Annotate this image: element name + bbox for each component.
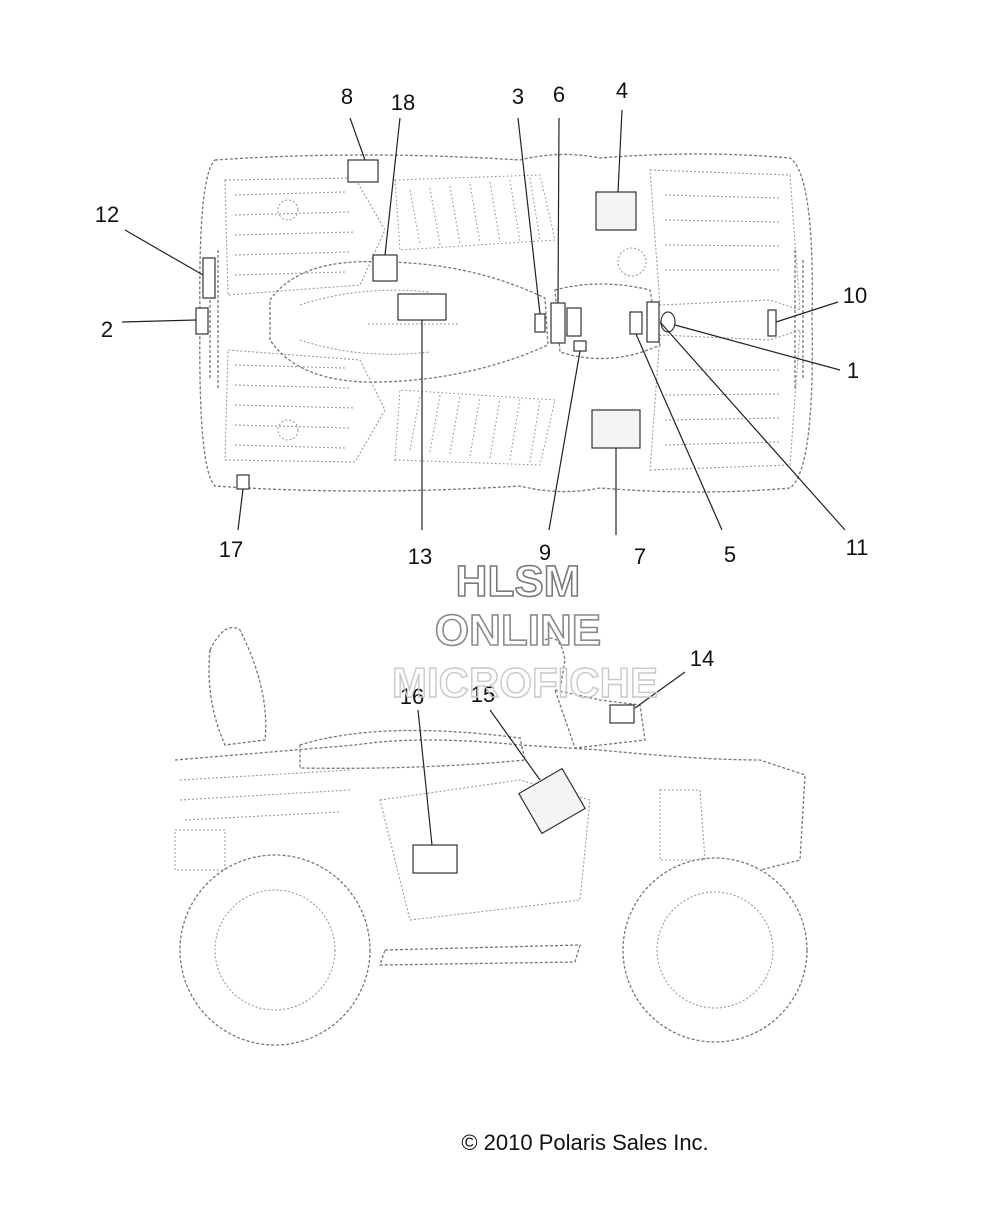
rear-wheel — [179, 854, 371, 1046]
decal-3 — [534, 313, 546, 333]
front-wheel — [622, 857, 808, 1043]
copyright-text: © 2010 Polaris Sales Inc. — [461, 1130, 708, 1155]
callout-17: 17 — [219, 537, 243, 562]
leader-lines-top — [121, 109, 846, 535]
decal-18 — [372, 254, 398, 282]
callout-18: 18 — [391, 90, 415, 115]
decal-16 — [412, 844, 458, 874]
decal-10 — [767, 309, 777, 337]
decal-6 — [550, 302, 566, 344]
callout-5: 5 — [724, 542, 736, 567]
decal-17 — [236, 474, 250, 490]
decal-14 — [609, 704, 635, 724]
decals-top — [195, 159, 777, 490]
callout-labels: 8 18 3 6 4 12 10 2 1 17 13 9 7 5 11 14 1… — [95, 78, 869, 709]
decal-12 — [202, 257, 216, 299]
decal-9 — [573, 340, 587, 352]
leader-lines-side — [417, 671, 686, 846]
watermark: HLSM ONLINE MICROFICHE — [391, 556, 658, 707]
watermark-line3: MICROFICHE — [392, 659, 658, 706]
decal-15 — [518, 767, 586, 835]
decal-11 — [660, 311, 676, 333]
decal-5 — [629, 311, 643, 335]
callout-11: 11 — [846, 535, 869, 560]
callout-15: 15 — [471, 682, 495, 707]
watermark-line1: HLSM — [456, 557, 581, 606]
atv-side-view — [174, 626, 808, 1046]
decals-side — [412, 704, 635, 874]
callout-13: 13 — [408, 544, 432, 569]
callout-7: 7 — [634, 544, 646, 569]
callout-12: 12 — [95, 202, 119, 227]
atv-top-view — [199, 153, 813, 493]
callout-9: 9 — [539, 540, 551, 565]
callout-3: 3 — [512, 84, 524, 109]
decal-2 — [195, 307, 209, 335]
watermark-line2: ONLINE — [435, 606, 601, 655]
decal-13 — [397, 293, 447, 321]
decal-6b — [566, 307, 582, 337]
callout-14: 14 — [690, 646, 714, 671]
callout-6: 6 — [553, 82, 565, 107]
callout-1: 1 — [847, 358, 859, 383]
callout-2: 2 — [101, 317, 113, 342]
decal-7 — [591, 409, 641, 449]
callout-16: 16 — [400, 684, 424, 709]
callout-8: 8 — [341, 84, 353, 109]
callout-10: 10 — [843, 283, 867, 308]
decal-1-box — [646, 301, 660, 343]
decal-4 — [595, 191, 637, 231]
callout-4: 4 — [616, 78, 628, 103]
decal-8 — [347, 159, 379, 183]
